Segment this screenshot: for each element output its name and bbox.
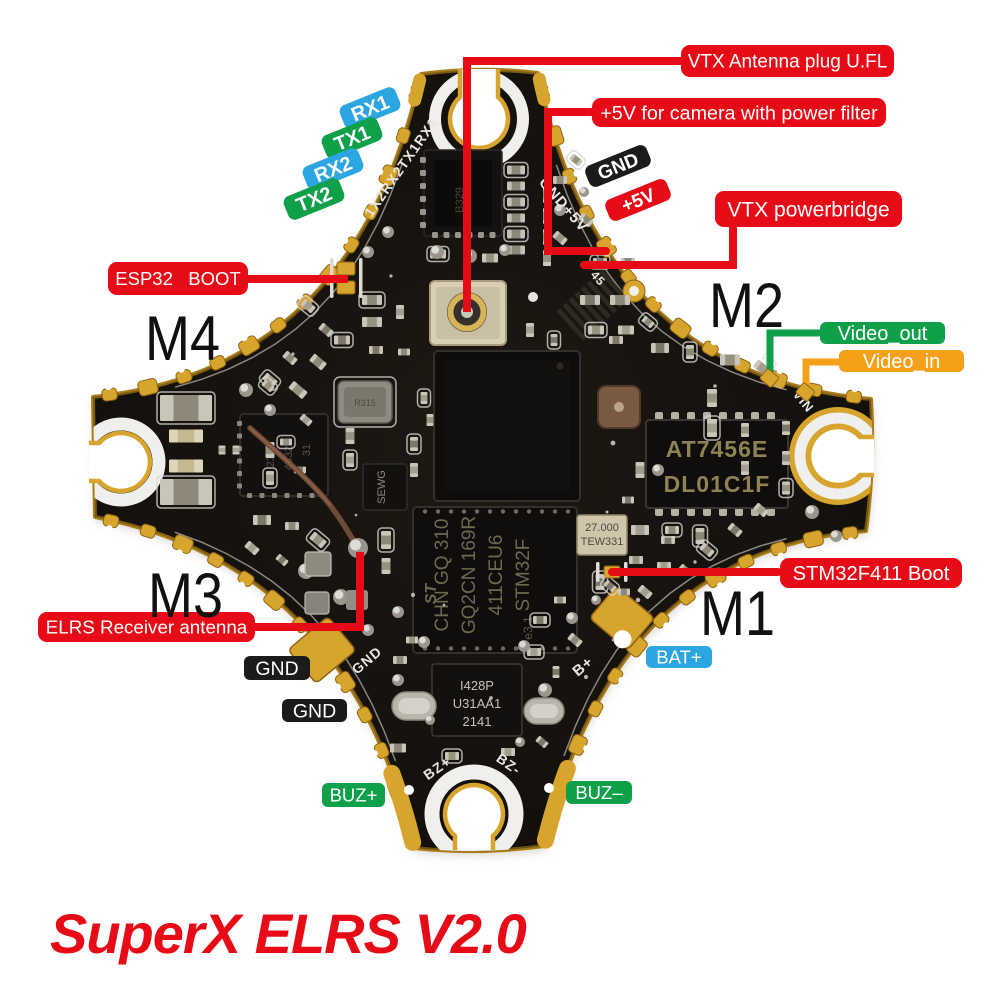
svg-text:GQ2CN 169R: GQ2CN 169R: [459, 516, 480, 634]
svg-text:Video_in: Video_in: [863, 351, 940, 373]
svg-text:M2: M2: [709, 271, 784, 341]
svg-text:M3: M3: [148, 561, 223, 631]
svg-text:GND: GND: [293, 700, 336, 722]
svg-text:R315: R315: [354, 398, 376, 408]
svg-text:VTX Antenna plug U.FL: VTX Antenna plug U.FL: [688, 52, 888, 73]
svg-text:+5V for camera with power filt: +5V for camera with power filter: [600, 102, 878, 124]
svg-text:31: 31: [301, 444, 313, 456]
svg-text:STM32F: STM32F: [513, 539, 534, 612]
svg-text:BAT+: BAT+: [656, 646, 701, 667]
svg-text:SEWG: SEWG: [376, 470, 388, 504]
svg-text:ESP32 BOOT: ESP32 BOOT: [115, 268, 240, 289]
svg-text:ST: ST: [423, 583, 440, 605]
svg-text:CHN GQ 310: CHN GQ 310: [432, 519, 453, 632]
svg-text:27.000: 27.000: [585, 522, 619, 534]
svg-text:M4: M4: [145, 304, 220, 374]
svg-text:SuperX ELRS V2.0: SuperX ELRS V2.0: [50, 902, 527, 965]
svg-text:Video_out: Video_out: [838, 323, 928, 345]
svg-text:411CEU6: 411CEU6: [486, 535, 507, 616]
svg-text:STM32F411 Boot: STM32F411 Boot: [793, 563, 950, 585]
svg-text:ELRS Receiver antenna: ELRS Receiver antenna: [46, 617, 248, 638]
svg-text:e3 1: e3 1: [521, 616, 535, 640]
svg-text:TEW331: TEW331: [581, 536, 624, 548]
svg-text:VTX powerbridge: VTX powerbridge: [727, 198, 889, 221]
svg-text:BUZ+: BUZ+: [330, 784, 378, 805]
svg-text:DL01C1F: DL01C1F: [664, 471, 771, 497]
svg-text:GND: GND: [255, 658, 298, 680]
svg-text:M1: M1: [700, 579, 775, 649]
svg-text:U31AA1: U31AA1: [453, 696, 501, 711]
svg-text:2141: 2141: [463, 714, 492, 729]
svg-text:I428P: I428P: [460, 678, 494, 693]
svg-text:BUZ–: BUZ–: [575, 782, 623, 803]
